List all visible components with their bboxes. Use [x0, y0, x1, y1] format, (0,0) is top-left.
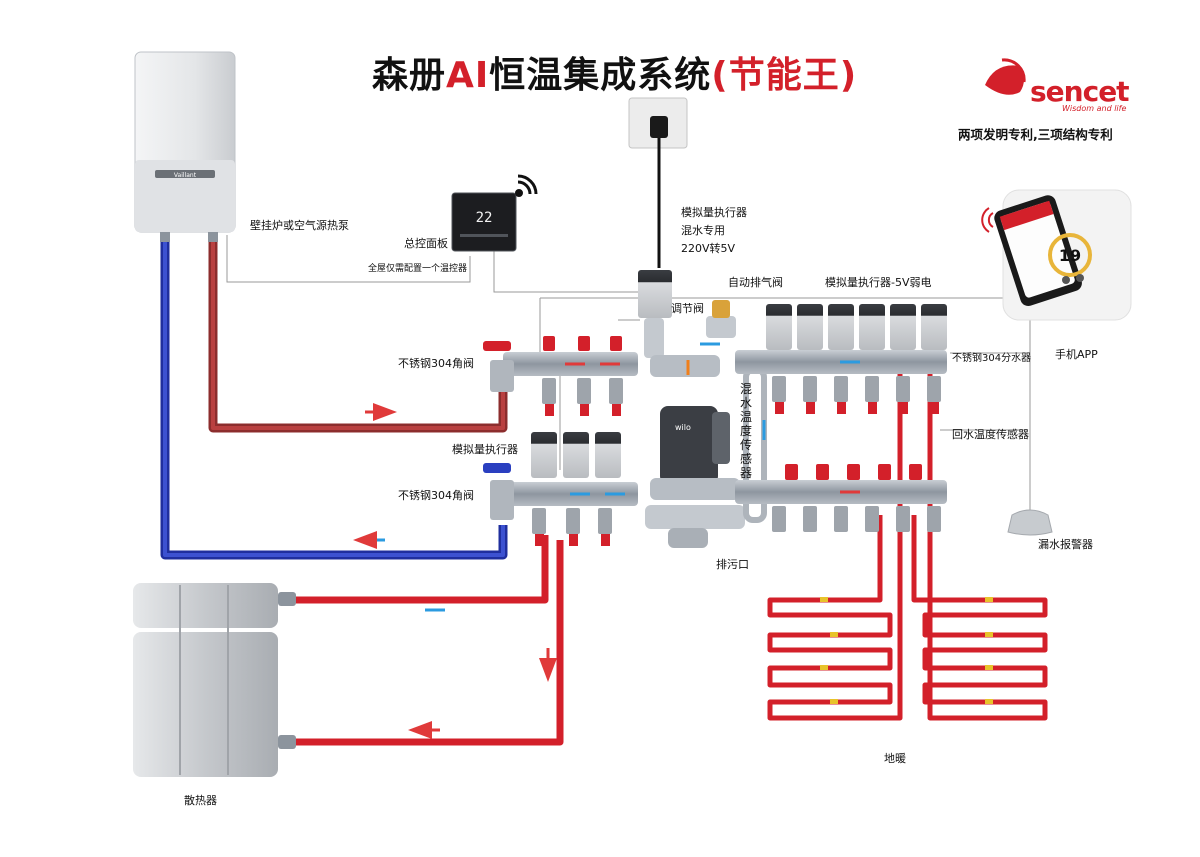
- label-drain-port: 排污口: [716, 558, 749, 571]
- label-radiator: 散热器: [184, 794, 217, 807]
- label-actuator-small: 模拟量执行器: [452, 443, 518, 456]
- title-suffix: (节能王): [711, 55, 858, 96]
- svg-text:Vaillant: Vaillant: [174, 172, 197, 179]
- mixing-unit: wilo: [638, 270, 767, 548]
- phone-app-illustration: 19: [981, 189, 1132, 321]
- label-boiler: 壁挂炉或空气源热泵: [250, 219, 349, 232]
- boiler-supply-pipe: [208, 236, 508, 433]
- phone-temperature-reading: 19: [1059, 246, 1081, 265]
- flow-arrows: [353, 342, 860, 739]
- label-angle-valve-bottom: 不锈钢304角阀: [398, 489, 474, 502]
- label-control-note: 全屋仅需配置一个温控器: [368, 264, 468, 274]
- radiator-pipes: [296, 535, 564, 746]
- pump-brand: wilo: [675, 423, 691, 432]
- label-actuator-mixing-1: 模拟量执行器: [681, 206, 747, 219]
- brand-tagline: Wisdom and life: [1062, 104, 1127, 113]
- wall-boiler: Vaillant: [134, 51, 236, 242]
- wifi-icon: [515, 174, 538, 197]
- page-title: 森册AI恒温集成系统(节能王): [372, 46, 857, 98]
- label-actuator-mixing-2: 混水专用: [681, 224, 725, 237]
- label-actuator-mixing-3: 220V转5V: [681, 242, 736, 255]
- floor-loop-arrows: [820, 597, 993, 704]
- title-ai: AI: [446, 55, 490, 96]
- small-actuators: [531, 432, 621, 478]
- label-leak-alarm: 漏水报警器: [1038, 538, 1093, 551]
- label-actuator-5v: 模拟量执行器-5V弱电: [825, 276, 932, 289]
- sencet-logo-icon: [985, 58, 1026, 95]
- control-panel: 22: [451, 192, 517, 252]
- label-distributor: 不锈钢304分水器: [952, 353, 1032, 364]
- label-auto-vent: 自动排气阀: [728, 276, 783, 289]
- radiator: [133, 583, 296, 777]
- label-floor-heating: 地暖: [884, 752, 906, 765]
- label-return-sensor: 回水温度传感器: [952, 428, 1029, 441]
- title-middle: 恒温集成系统: [489, 55, 712, 96]
- leak-alarm-device: [1007, 509, 1053, 536]
- label-control-panel: 总控面板: [404, 237, 448, 250]
- label-regulating-valve: 调节阀: [671, 302, 704, 315]
- boiler-return-pipe: [160, 236, 508, 560]
- patent-note: 两项发明专利,三项结构专利: [958, 127, 1113, 142]
- label-mixing-sensor: 混水温度传感器: [739, 382, 752, 480]
- thermostat-display: 22: [476, 210, 493, 226]
- title-prefix: 森册: [372, 55, 447, 96]
- wall-socket: [628, 97, 688, 268]
- brand-name: sencet: [1030, 75, 1130, 108]
- label-angle-valve-top: 不锈钢304角阀: [398, 357, 474, 370]
- label-phone-app: 手机APP: [1055, 348, 1098, 361]
